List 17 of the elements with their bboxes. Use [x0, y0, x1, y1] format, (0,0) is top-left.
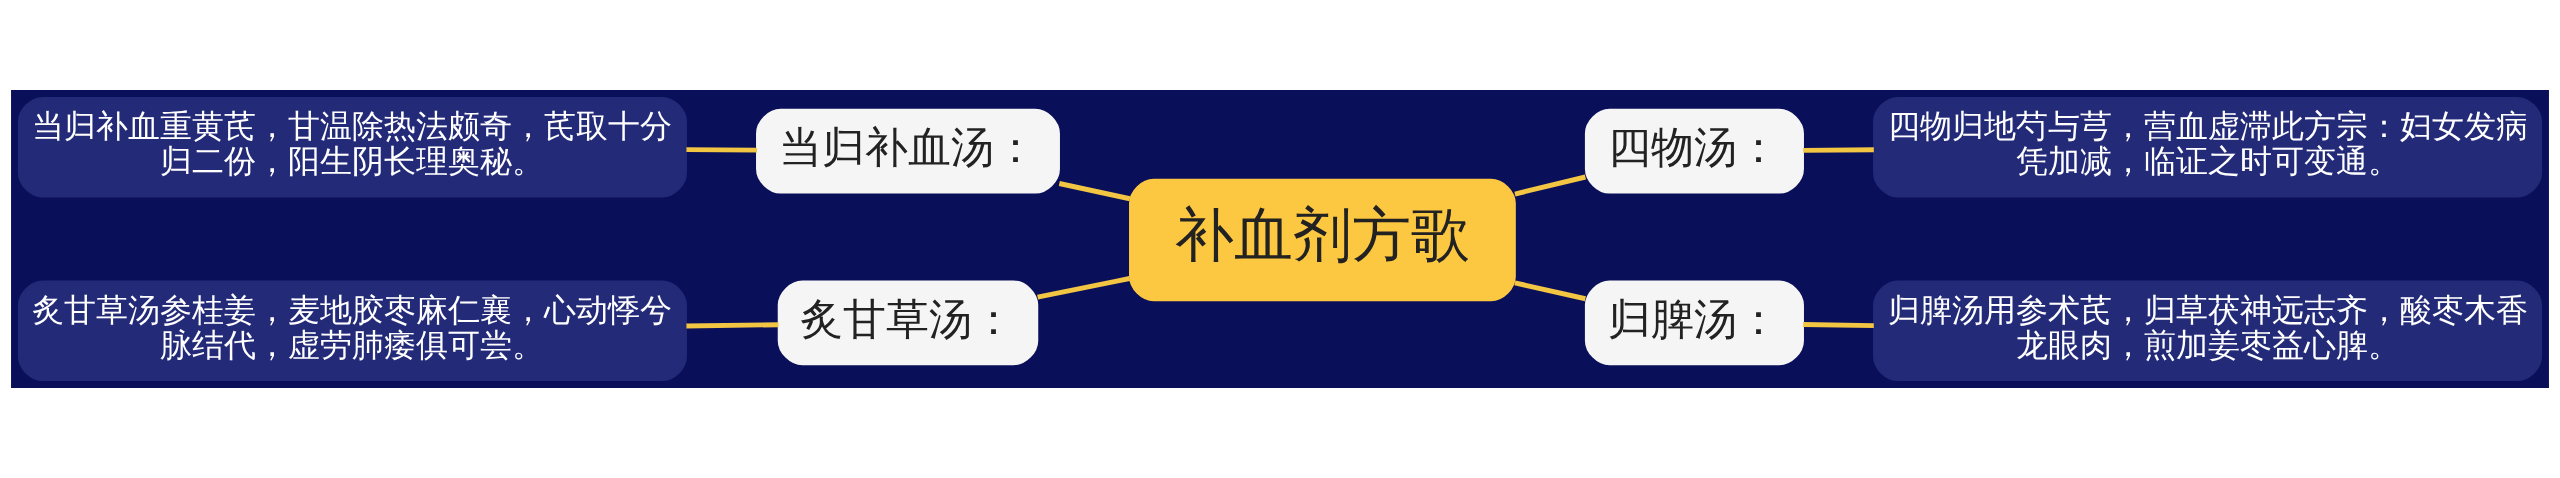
connector: [1037, 276, 1131, 300]
node-box: 四物汤：: [1584, 108, 1804, 194]
node-box: 归脾汤：: [1584, 280, 1804, 366]
connector: [1803, 322, 1874, 329]
node-box: 补血剂方歌: [1129, 178, 1516, 302]
node-box: 当归补血汤：: [756, 108, 1060, 194]
connector: [686, 147, 758, 153]
connector: [1514, 174, 1586, 197]
connector: [1058, 181, 1131, 202]
connector: [1514, 280, 1586, 302]
node-box: 归脾汤用参术芪，归草茯神远志齐，酸枣木香龙眼肉，煎加姜枣益心脾。: [1873, 280, 2543, 382]
connector: [686, 322, 779, 329]
connector: [1803, 147, 1874, 153]
node-box: 炙甘草汤：: [777, 280, 1039, 366]
node-box: 炙甘草汤参桂姜，麦地胶枣麻仁襄，心动悸兮脉结代，虚劳肺痿俱可尝。: [17, 280, 687, 382]
node-box: 四物归地芍与芎，营血虚滞此方宗：妇女发病凭加减，临证之时可变通。: [1873, 96, 2543, 198]
node-box: 当归补血重黄芪，甘温除热法颇奇，芪取十分归二份，阳生阴长理奥秘。: [17, 96, 687, 198]
